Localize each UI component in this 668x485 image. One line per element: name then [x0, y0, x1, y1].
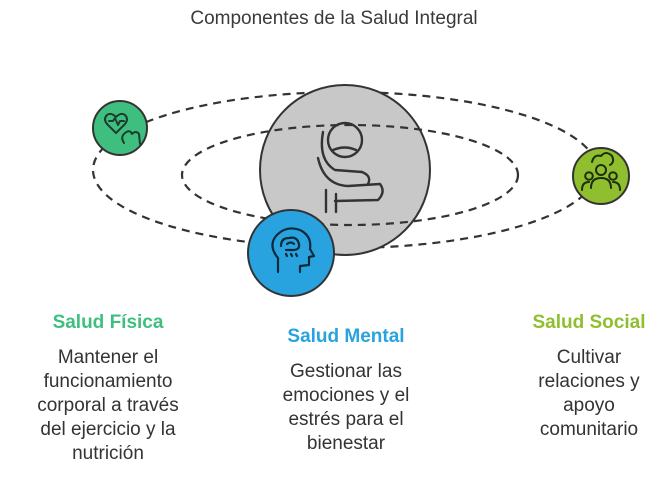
- mental-node: [247, 209, 335, 297]
- social-node: [572, 147, 630, 205]
- social-desc-line: relaciones y: [538, 371, 640, 392]
- inner-orbit: [180, 123, 520, 227]
- fisica-desc-line: corporal a través: [37, 395, 179, 416]
- social-desc-line: Cultivar: [556, 347, 622, 368]
- mental-desc-line: emociones y el: [282, 385, 410, 406]
- social-desc-line: apoyo: [563, 395, 615, 416]
- fisica-heading: Salud Física: [52, 312, 164, 333]
- diagram-title: Componentes de la Salud Integral: [190, 8, 478, 29]
- social-column: Salud Social Cultivar relaciones y apoyo…: [510, 312, 668, 442]
- mental-desc-line: estrés para el: [288, 409, 404, 430]
- fisica-desc-line: funcionamiento: [43, 371, 173, 392]
- fisica-desc-line: nutrición: [72, 443, 144, 464]
- mental-desc-line: bienestar: [306, 433, 386, 454]
- fisica-description: Mantener el funcionamiento corporal a tr…: [10, 346, 206, 466]
- fisica-desc-line: Mantener el: [57, 347, 159, 368]
- fisica-desc-line: del ejercicio y la: [40, 419, 176, 440]
- community-icon: [581, 152, 621, 191]
- brain-head-icon: [271, 227, 316, 274]
- fisica-column: Salud Física Mantener el funcionamiento …: [10, 312, 206, 466]
- social-heading: Salud Social: [532, 312, 646, 333]
- mental-heading: Salud Mental: [287, 326, 405, 347]
- mental-column: Salud Mental Gestionar las emociones y e…: [248, 326, 444, 456]
- mental-desc-line: Gestionar las: [290, 361, 402, 382]
- fisica-node: [92, 100, 148, 156]
- mental-description: Gestionar las emociones y el estrés para…: [248, 360, 444, 456]
- social-desc-line: comunitario: [539, 419, 639, 440]
- social-description: Cultivar relaciones y apoyo comunitario: [510, 346, 668, 442]
- orbit-diagram: [91, 84, 630, 297]
- heart-arm-icon: [104, 112, 141, 145]
- meditation-icon: [316, 121, 384, 214]
